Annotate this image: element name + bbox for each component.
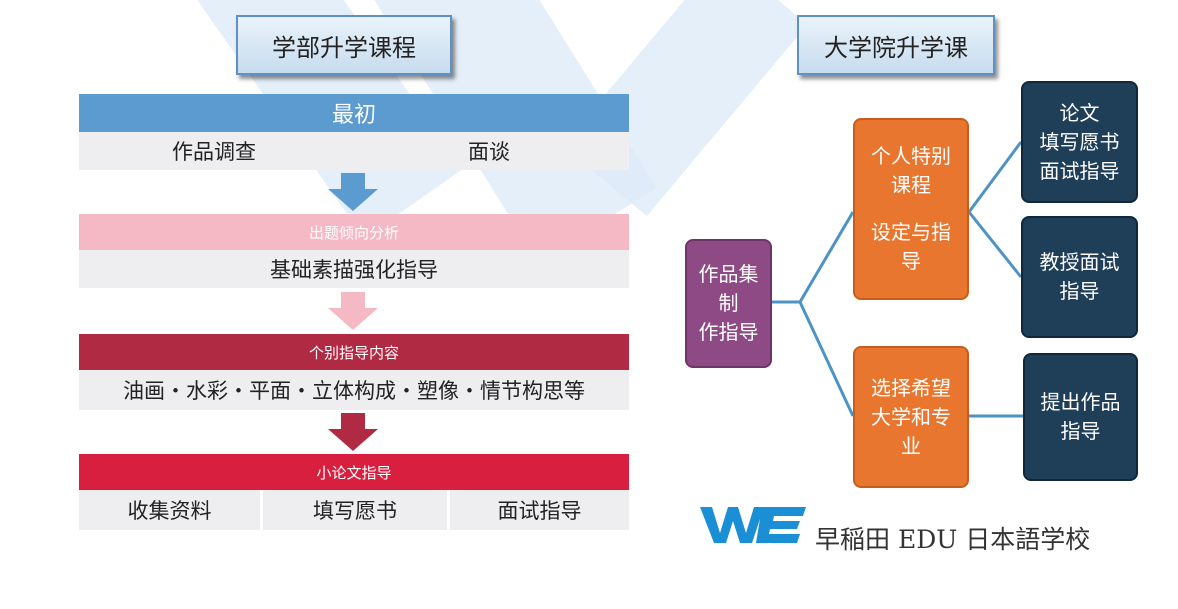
connector-line	[967, 141, 1023, 213]
left-title-text: 学部升学课程	[272, 33, 416, 62]
down-arrow-icon	[328, 292, 378, 330]
we-logo-icon	[700, 507, 806, 543]
leaf-node-professor-interview: 教授面试 指导	[1021, 216, 1138, 338]
down-arrow-icon	[328, 173, 378, 211]
left-title: 学部升学课程	[236, 15, 452, 75]
stage4-header-text: 小论文指导	[316, 463, 392, 482]
leaf-node-submit-work: 提出作品 指导	[1023, 353, 1138, 481]
connector-line	[798, 301, 855, 417]
right-title-text: 大学院升学课	[824, 33, 968, 62]
leaf-node-thesis: 论文 填写愿书 面试指导	[1021, 81, 1138, 203]
stage2-header: 出题倾向分析	[79, 214, 629, 250]
connector-line	[967, 211, 1023, 278]
connector-line	[772, 211, 855, 304]
stage3-header: 个别指导内容	[79, 334, 629, 370]
stage2-row: 基础素描强化指导	[79, 250, 629, 288]
stage3-row: 油画・水彩・平面・立体构成・塑像・情节构思等	[79, 370, 629, 410]
stage3-item: 油画・水彩・平面・立体构成・塑像・情节构思等	[123, 379, 585, 403]
stage4-item: 面试指导	[446, 490, 629, 530]
stage1-item: 作品调查	[172, 140, 256, 164]
stage1-item: 面谈	[468, 140, 510, 164]
down-arrow-icon	[328, 413, 378, 451]
stage1-row: 作品调查 面谈	[79, 132, 629, 170]
stage1-header-text: 最初	[331, 103, 376, 128]
stage4-item: 填写愿书	[260, 490, 447, 530]
stage1-header: 最初	[79, 94, 629, 132]
stage2-header-text: 出题倾向分析	[308, 223, 399, 242]
stage3-header-text: 个别指导内容	[308, 343, 399, 362]
school-name: 早稲田 EDU 日本語学校	[815, 525, 1091, 554]
branch-node-personal-course: 个人特别 课程 设定与指 导	[853, 118, 969, 300]
root-node: 作品集制 作指导	[685, 239, 772, 368]
right-title: 大学院升学课	[797, 15, 995, 75]
stage4-item: 收集资料	[127, 499, 212, 523]
stage4-row: 收集资料 填写愿书 面试指导	[79, 490, 629, 530]
stage4-header: 小论文指导	[79, 454, 629, 490]
stage2-item: 基础素描强化指导	[270, 258, 438, 282]
branch-node-choose-university: 选择希望 大学和专 业	[853, 346, 969, 488]
